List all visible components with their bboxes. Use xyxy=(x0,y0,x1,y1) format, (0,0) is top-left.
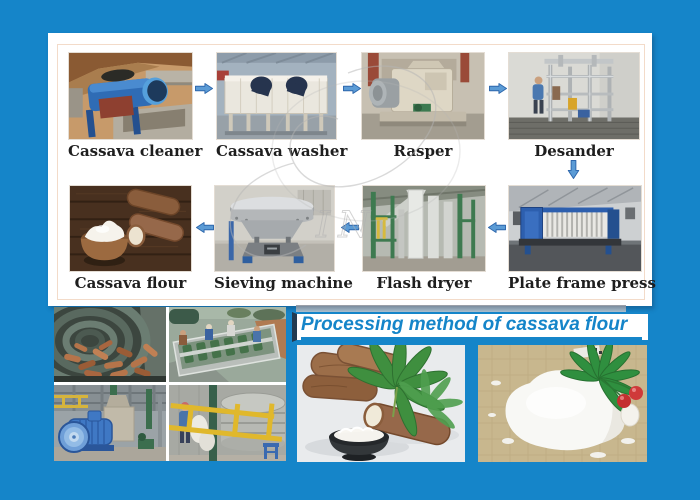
rasper-photo xyxy=(362,53,484,139)
banner-shadow xyxy=(296,305,626,313)
flash-dryer-label: Flash dryer xyxy=(376,274,472,292)
flow-arrow-right-icon xyxy=(195,82,213,95)
desander-photo xyxy=(509,53,639,139)
flow-arrow-left-icon xyxy=(488,221,506,234)
factory-tanks-photo xyxy=(169,385,286,461)
plate-frame-press-photo xyxy=(509,186,641,271)
sieving-machine-photo xyxy=(215,186,334,271)
flow-step-cassava-washer: Cassava washer xyxy=(216,52,348,161)
flow-arrow-right-icon xyxy=(489,82,507,95)
plate-frame-press-label: Plate frame press xyxy=(508,274,656,292)
cassava-washer-photo xyxy=(217,53,336,139)
flow-arrow-right-icon xyxy=(343,82,361,95)
flow-step-sieving-machine: Sieving machine xyxy=(214,185,353,293)
flow-step-flash-dryer: Flash dryer xyxy=(362,185,486,293)
desander-label: Desander xyxy=(534,142,614,160)
rasper-label: Rasper xyxy=(393,142,453,160)
process-flowchart-panel: Cassava cleaner xyxy=(48,33,656,306)
cassava-cleaner-label: Cassava cleaner xyxy=(68,142,203,160)
flow-arrow-down-icon xyxy=(567,160,580,179)
sieving-machine-label: Sieving machine xyxy=(214,274,353,292)
motor-pump-photo xyxy=(54,385,166,461)
washing-line-photo xyxy=(169,307,286,382)
banner-title: Processing method of cassava flour xyxy=(301,314,642,340)
cassava-flour-photo xyxy=(70,186,191,271)
flow-step-cassava-flour: Cassava flour xyxy=(69,185,192,293)
factory-photo-grid xyxy=(54,307,286,461)
cassava-roots-photo xyxy=(297,345,465,462)
drum-cleaner-photo xyxy=(54,307,166,382)
flow-arrow-left-icon xyxy=(341,221,359,234)
flow-step-plate-frame-press: Plate frame press xyxy=(508,185,656,293)
title-banner: Processing method of cassava flour xyxy=(292,312,650,342)
flow-step-cassava-cleaner: Cassava cleaner xyxy=(68,52,203,161)
flow-step-rasper: Rasper xyxy=(361,52,485,161)
cassava-washer-label: Cassava washer xyxy=(216,142,348,160)
flow-step-desander: Desander xyxy=(508,52,640,161)
flow-arrow-left-icon xyxy=(196,221,214,234)
cassava-cleaner-photo xyxy=(69,53,192,139)
cassava-flour-pile-photo xyxy=(478,345,647,462)
cassava-flour-label: Cassava flour xyxy=(74,274,187,292)
flash-dryer-photo xyxy=(363,186,485,271)
